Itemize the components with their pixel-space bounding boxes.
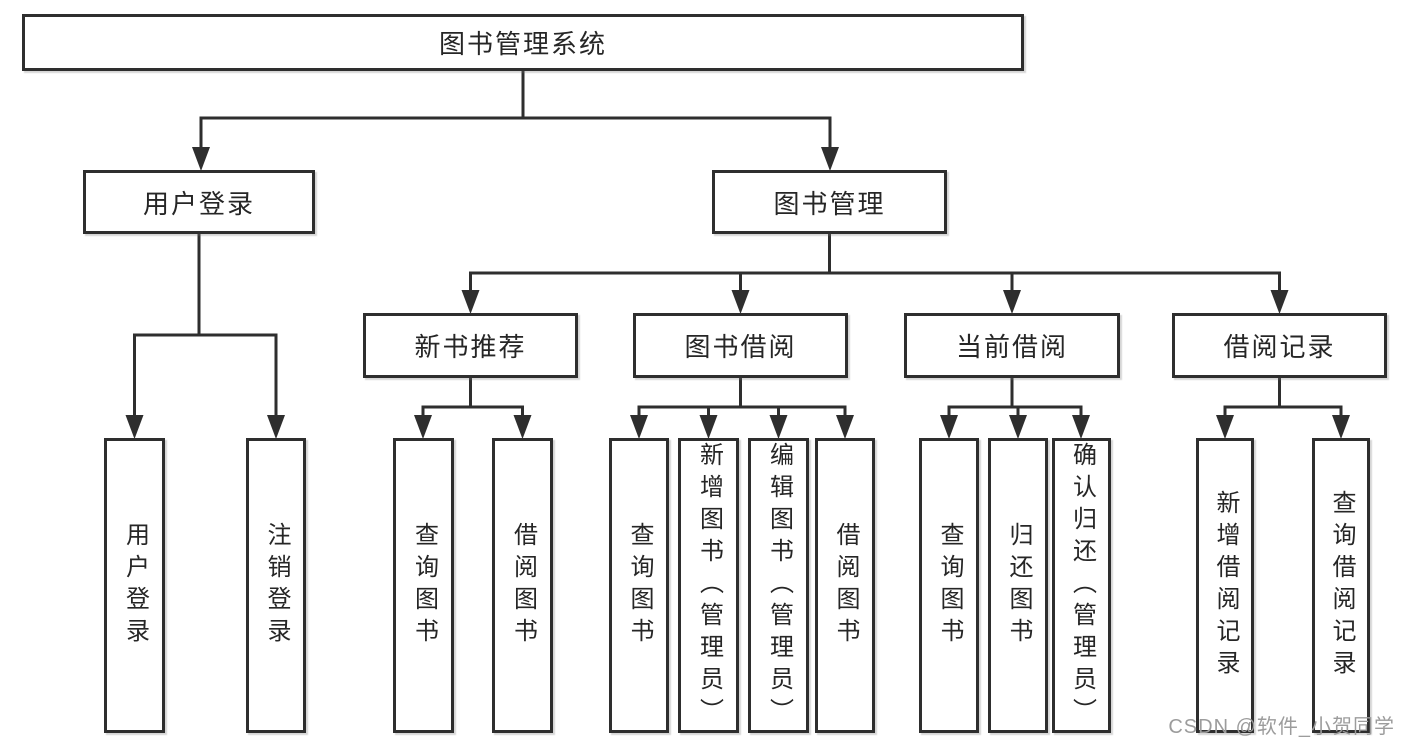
leaf-borrow-books-label: 借阅图书 xyxy=(832,521,859,650)
root-node-label: 图书管理系统 xyxy=(438,29,607,59)
node-book-management-label: 图书管理 xyxy=(773,188,886,219)
node-borrow-records-label: 借阅记录 xyxy=(1223,332,1336,362)
leaf-add-book-admin-label: 新增图书（管理员） xyxy=(695,441,723,730)
node-new-book-recommend-label: 新书推荐 xyxy=(414,332,527,362)
node-current-borrow-label: 当前借阅 xyxy=(955,332,1068,362)
leaf-add-borrow-record-label: 新增借阅记录 xyxy=(1212,489,1239,682)
leaf-borrow-books-recommend-label: 借阅图书 xyxy=(509,521,537,650)
node-book-borrow: 图书借阅 xyxy=(633,313,848,378)
leaf-confirm-return-admin: 确认归还（管理员） xyxy=(1052,438,1111,733)
leaf-user-login: 用户登录 xyxy=(104,438,165,733)
watermark: CSDN @软件_小贺同学 xyxy=(1168,716,1395,738)
leaf-user-login-label: 用户登录 xyxy=(121,521,149,650)
root-node-box: 图书管理系统 xyxy=(22,14,1024,71)
leaf-add-borrow-record: 新增借阅记录 xyxy=(1196,438,1254,733)
leaf-return-book: 归还图书 xyxy=(988,438,1048,733)
leaf-query-borrow-record-label: 查询借阅记录 xyxy=(1328,489,1355,682)
node-book-management: 图书管理 xyxy=(712,170,947,234)
leaf-return-book-label: 归还图书 xyxy=(1005,521,1032,650)
leaf-query-books-current-label: 查询图书 xyxy=(936,521,963,650)
node-current-borrow: 当前借阅 xyxy=(904,313,1120,378)
leaf-logout: 注销登录 xyxy=(246,438,306,733)
leaf-confirm-return-admin-label: 确认归还（管理员） xyxy=(1068,441,1096,730)
leaf-add-book-admin: 新增图书（管理员） xyxy=(678,438,739,733)
leaf-query-books-current: 查询图书 xyxy=(919,438,979,733)
leaf-edit-book-admin: 编辑图书（管理员） xyxy=(748,438,809,733)
leaf-borrow-books: 借阅图书 xyxy=(815,438,875,733)
leaf-query-books-borrow: 查询图书 xyxy=(609,438,669,733)
node-user-login-label: 用户登录 xyxy=(142,188,255,219)
leaf-query-books-recommend: 查询图书 xyxy=(393,438,454,733)
node-new-book-recommend: 新书推荐 xyxy=(363,313,578,378)
leaf-query-books-recommend-label: 查询图书 xyxy=(410,521,438,650)
node-book-borrow-label: 图书借阅 xyxy=(684,332,797,362)
leaf-borrow-books-recommend: 借阅图书 xyxy=(492,438,553,733)
leaf-query-books-borrow-label: 查询图书 xyxy=(626,521,653,650)
node-borrow-records: 借阅记录 xyxy=(1172,313,1387,378)
leaf-query-borrow-record: 查询借阅记录 xyxy=(1312,438,1370,733)
node-user-login: 用户登录 xyxy=(83,170,315,234)
leaf-edit-book-admin-label: 编辑图书（管理员） xyxy=(765,441,793,730)
leaf-logout-label: 注销登录 xyxy=(263,521,290,650)
